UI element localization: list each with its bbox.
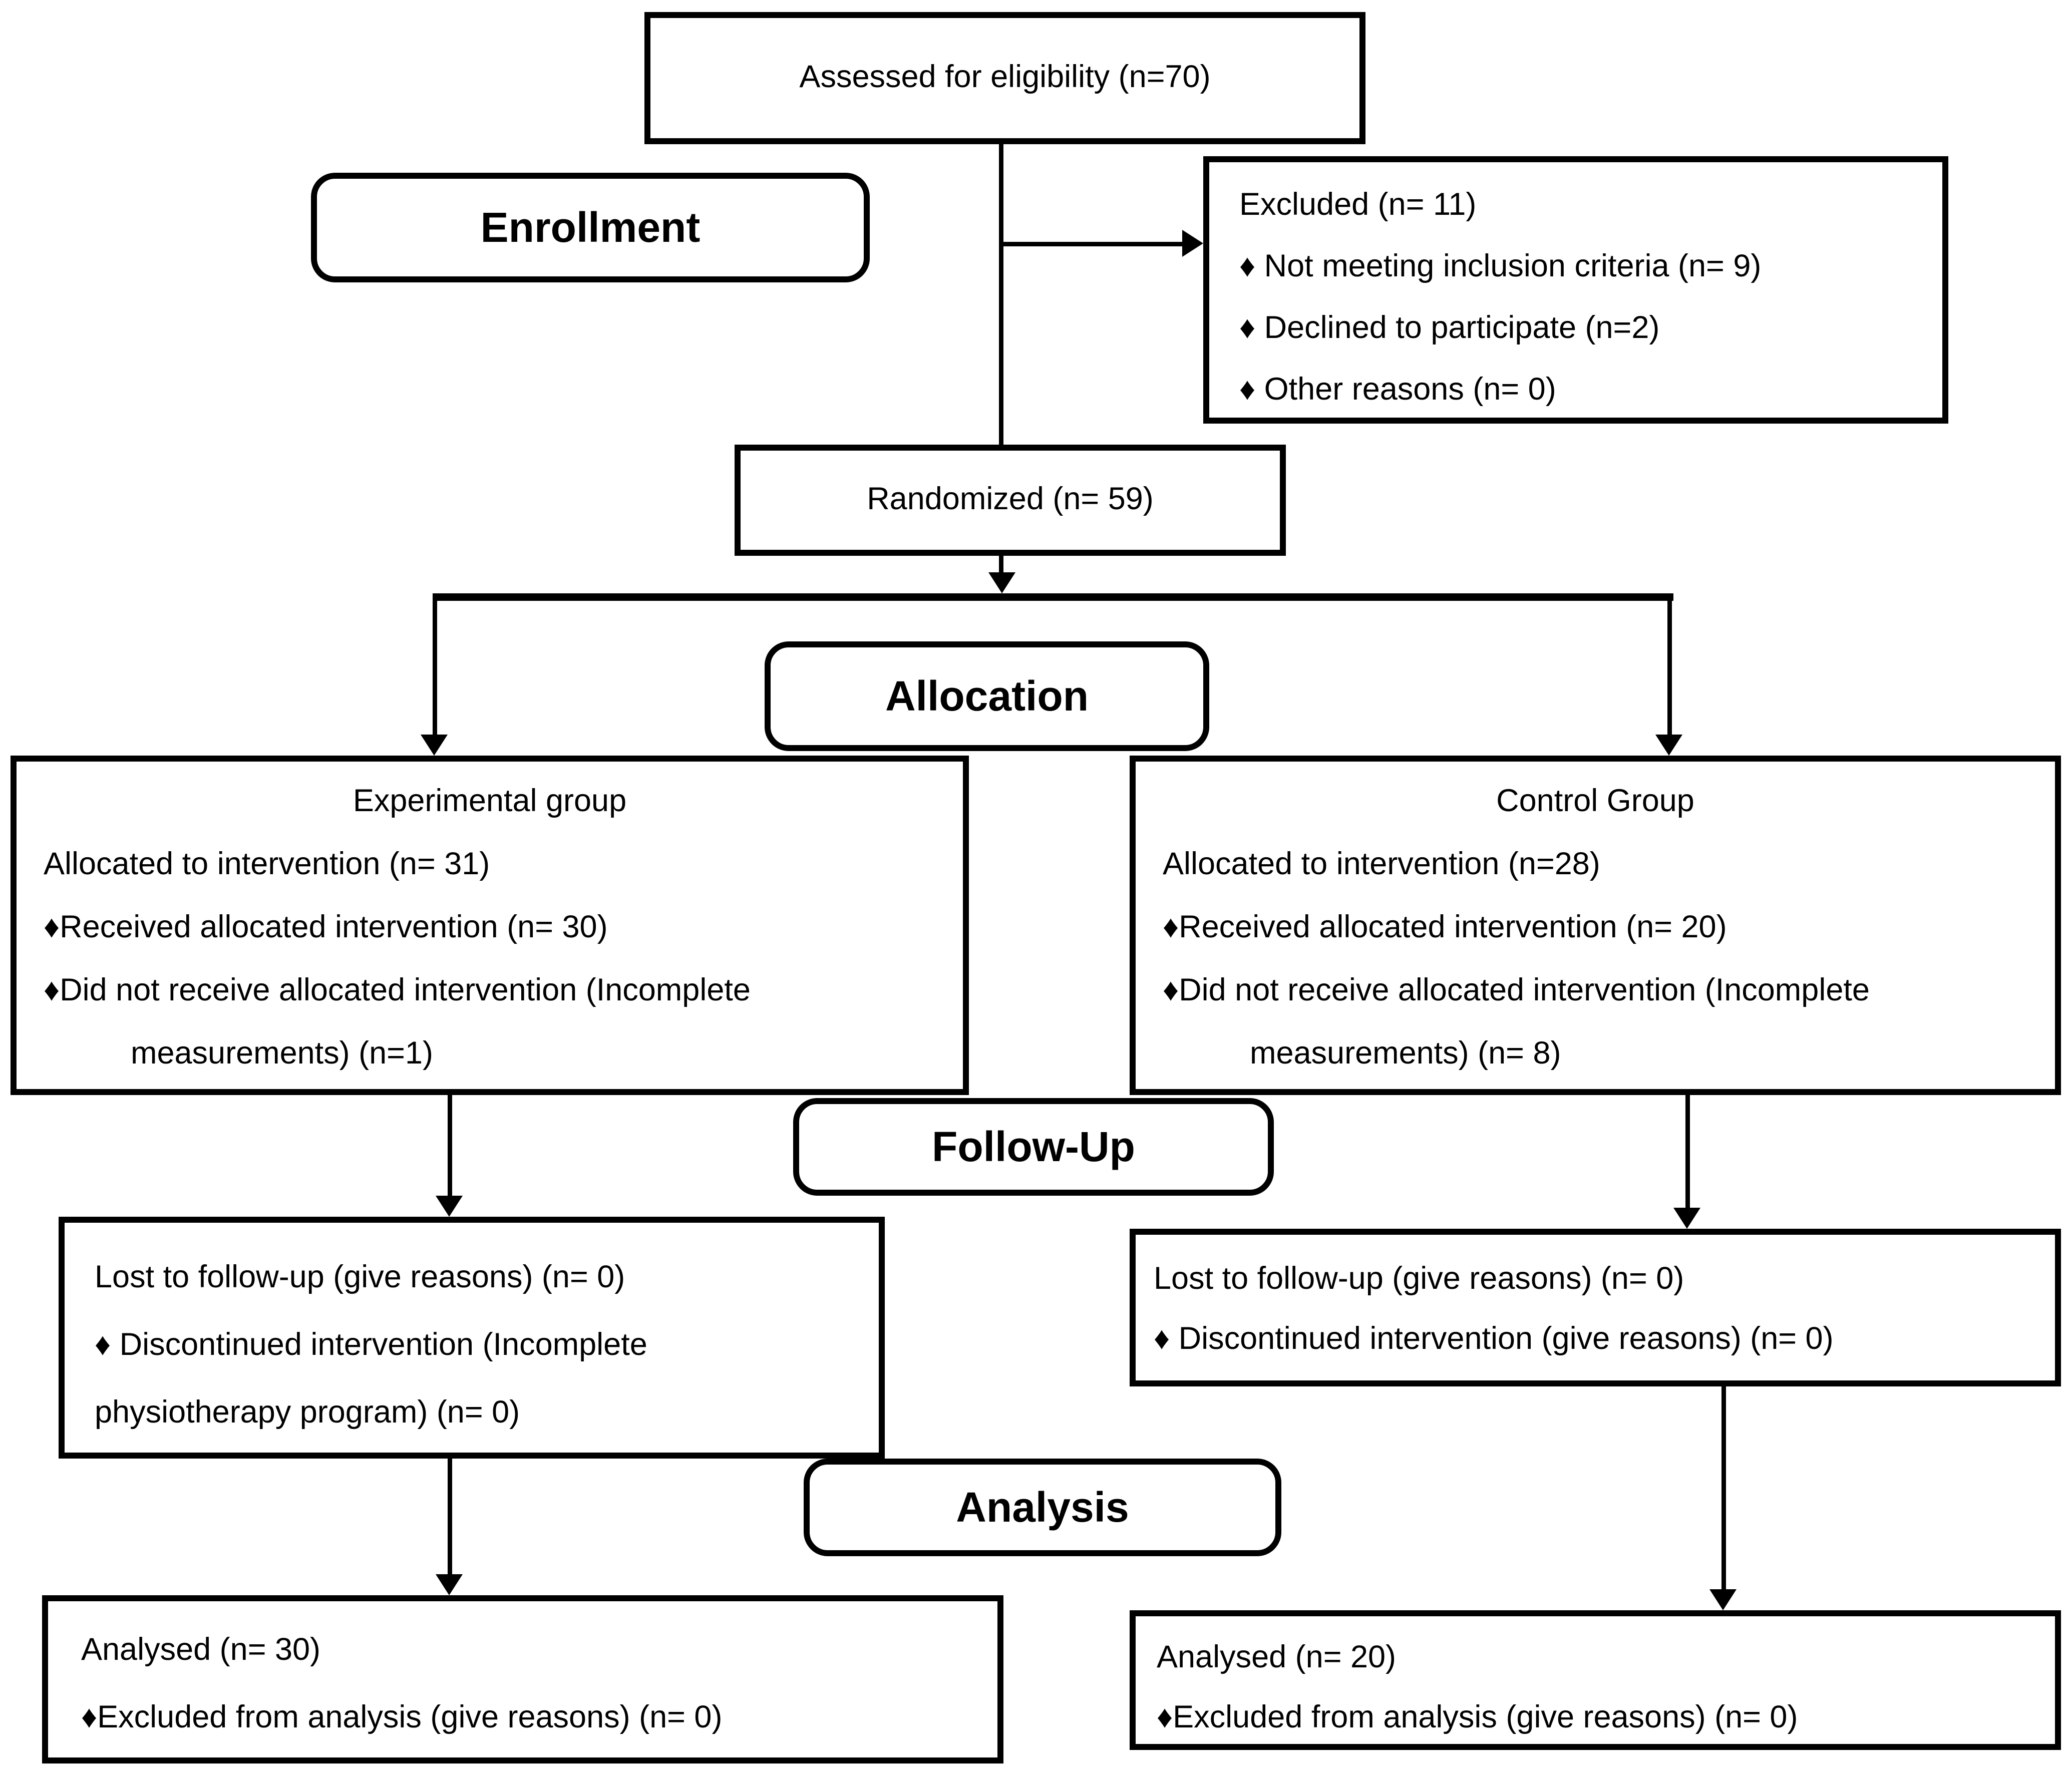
followup-right-line: ♦ Discontinued intervention (give reason… (1154, 1322, 1834, 1356)
connector-branch-control (1667, 601, 1672, 735)
connector-assessed-randomized (999, 144, 1003, 445)
control-line: measurements) (n= 8) (1250, 1036, 1561, 1071)
experimental-line: Allocated to intervention (n= 31) (44, 847, 490, 882)
assessed-text: Assessed for eligibility (n=70) (799, 60, 1211, 95)
control-line: ♦Received allocated intervention (n= 20) (1163, 910, 1727, 945)
arrowhead-control-icon (1655, 735, 1682, 756)
analysed-left-line: ♦Excluded from analysis (give reasons) (… (81, 1700, 723, 1735)
connector-branch-experimental (433, 601, 437, 735)
experimental-group-box: Experimental group Allocated to interven… (11, 756, 969, 1095)
randomized-text: Randomized (n= 59) (867, 482, 1154, 517)
excluded-box: Excluded (n= 11) ♦ Not meeting inclusion… (1203, 156, 1948, 424)
branch-line (433, 593, 1673, 601)
control-line: ♦Did not receive allocated intervention … (1163, 973, 1870, 1008)
followup-left-line: Lost to follow-up (give reasons) (n= 0) (95, 1260, 625, 1295)
control-line: Allocated to intervention (n=28) (1163, 847, 1600, 882)
experimental-line: ♦Did not receive allocated intervention … (44, 973, 751, 1008)
excluded-title: Excluded (n= 11) (1239, 188, 1477, 222)
connector-randomized-branch (999, 556, 1003, 574)
enrollment-label: Enrollment (480, 203, 701, 250)
arrowhead-excluded-icon (1182, 230, 1203, 257)
arrowhead-branch-icon (988, 572, 1015, 593)
followup-label: Follow-Up (932, 1123, 1135, 1170)
analysis-label: Analysis (956, 1483, 1129, 1530)
followup-left-box: Lost to follow-up (give reasons) (n= 0) … (59, 1217, 885, 1459)
analysed-right-line: ♦Excluded from analysis (give reasons) (… (1157, 1700, 1798, 1735)
allocation-label: Allocation (885, 672, 1089, 719)
excluded-item: ♦ Not meeting inclusion criteria (n= 9) (1239, 249, 1762, 284)
arrowhead-experimental-icon (421, 735, 448, 756)
enrollment-label-box: Enrollment (311, 173, 870, 282)
analysis-label-box: Analysis (804, 1459, 1281, 1556)
analysed-right-box: Analysed (n= 20) ♦Excluded from analysis… (1130, 1610, 2061, 1750)
connector-experimental-followup (448, 1095, 452, 1196)
assessed-box: Assessed for eligibility (n=70) (644, 12, 1365, 144)
followup-left-line: ♦ Discontinued intervention (Incomplete (95, 1328, 647, 1362)
arrowhead-followup-right-icon (1673, 1208, 1700, 1229)
control-title: Control Group (1496, 784, 1694, 819)
followup-right-box: Lost to follow-up (give reasons) (n= 0) … (1130, 1229, 2061, 1386)
connector-control-followup (1685, 1095, 1690, 1208)
followup-right-line: Lost to follow-up (give reasons) (n= 0) (1154, 1262, 1684, 1296)
analysed-left-box: Analysed (n= 30) ♦Excluded from analysis… (42, 1595, 1003, 1763)
excluded-item: ♦ Other reasons (n= 0) (1239, 373, 1556, 407)
arrowhead-analysed-left-icon (436, 1574, 463, 1595)
analysed-right-line: Analysed (n= 20) (1157, 1640, 1397, 1675)
connector-followup-analysed-right (1721, 1386, 1726, 1589)
allocation-label-box: Allocation (765, 641, 1209, 751)
control-group-box: Control Group Allocated to intervention … (1130, 756, 2061, 1095)
excluded-item: ♦ Declined to participate (n=2) (1239, 311, 1660, 345)
arrowhead-analysed-right-icon (1709, 1589, 1737, 1610)
experimental-line: ♦Received allocated intervention (n= 30) (44, 910, 608, 945)
experimental-title: Experimental group (353, 784, 627, 819)
followup-label-box: Follow-Up (793, 1098, 1274, 1196)
connector-followup-analysed-left (448, 1459, 452, 1574)
randomized-box: Randomized (n= 59) (735, 445, 1286, 556)
experimental-line: measurements) (n=1) (131, 1036, 433, 1071)
arrowhead-followup-left-icon (436, 1196, 463, 1217)
followup-left-line: physiotherapy program) (n= 0) (95, 1395, 520, 1430)
analysed-left-line: Analysed (n= 30) (81, 1633, 321, 1667)
connector-excluded-shaft (1002, 242, 1185, 246)
